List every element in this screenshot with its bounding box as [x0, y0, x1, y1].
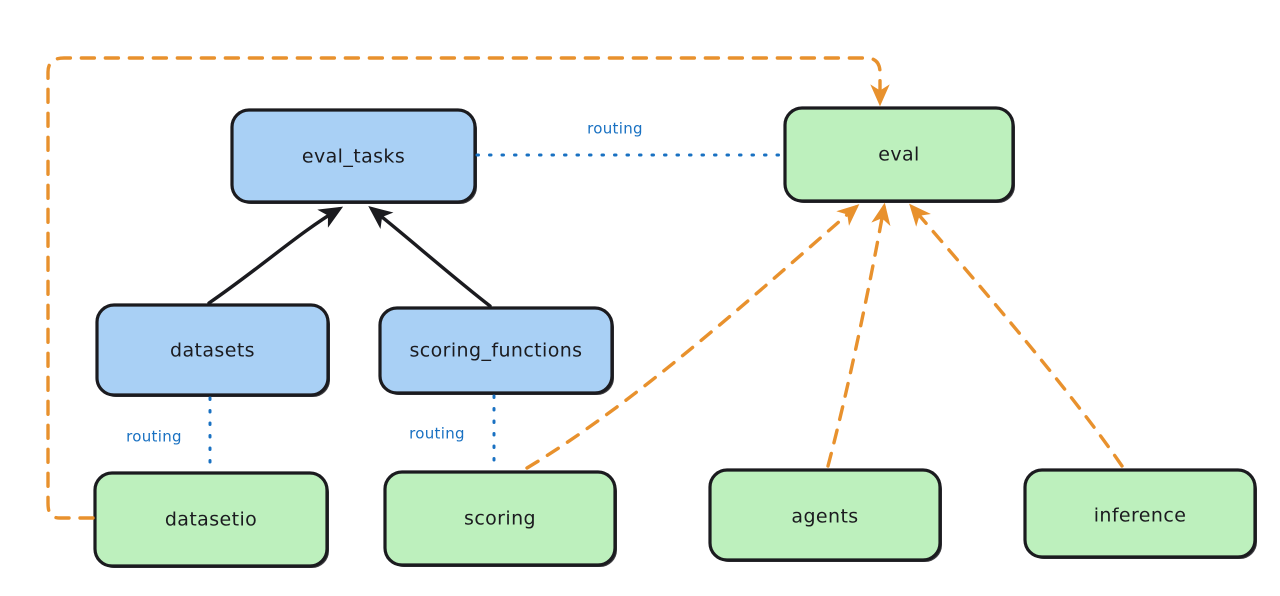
edge-path: [46, 56, 890, 520]
node-body: [708, 468, 942, 562]
edge-inference-to-eval: [909, 203, 1124, 468]
edge-path: [525, 204, 860, 470]
edge-label-routing-eval: routing: [587, 120, 643, 138]
node-agents[interactable]: agents: [708, 468, 942, 562]
node-label: scoring: [464, 508, 536, 530]
edge-path: [909, 203, 1124, 468]
node-body: [95, 303, 330, 397]
node-body: [1023, 468, 1257, 559]
node-label: eval: [878, 144, 919, 166]
edge-datasetio-to-eval: [46, 56, 890, 520]
edge-path: [368, 206, 492, 308]
node-scoring[interactable]: scoring: [383, 470, 617, 567]
node-label: datasetio: [165, 509, 257, 531]
node-label: eval_tasks: [302, 146, 405, 168]
node-body: [378, 306, 614, 395]
node-label: agents: [791, 506, 858, 528]
edge-agents-to-eval: [826, 202, 891, 468]
node-inference[interactable]: inference: [1023, 468, 1257, 559]
edge-label-routing-datasetio: routing: [126, 428, 182, 446]
edge-path: [207, 206, 344, 305]
node-body: [230, 108, 477, 204]
edge-path: [826, 202, 891, 468]
edge-label-routing-scoring: routing: [409, 425, 465, 443]
node-label: inference: [1094, 505, 1187, 527]
node-datasetio[interactable]: datasetio: [93, 471, 329, 568]
node-scoring_functions[interactable]: scoring_functions: [378, 306, 614, 395]
node-label: scoring_functions: [410, 340, 583, 362]
node-body: [783, 106, 1015, 203]
node-body: [383, 470, 617, 567]
node-eval[interactable]: eval: [783, 106, 1015, 203]
edge-scoring-to-eval: [525, 204, 860, 470]
node-eval_tasks[interactable]: eval_tasks: [230, 108, 477, 204]
node-datasets[interactable]: datasets: [95, 303, 330, 397]
node-label: datasets: [170, 340, 255, 362]
edge-scoring_functions-to-eval_tasks: [368, 206, 492, 308]
edge-datasets-to-eval_tasks: [207, 206, 344, 305]
node-body: [93, 471, 329, 568]
